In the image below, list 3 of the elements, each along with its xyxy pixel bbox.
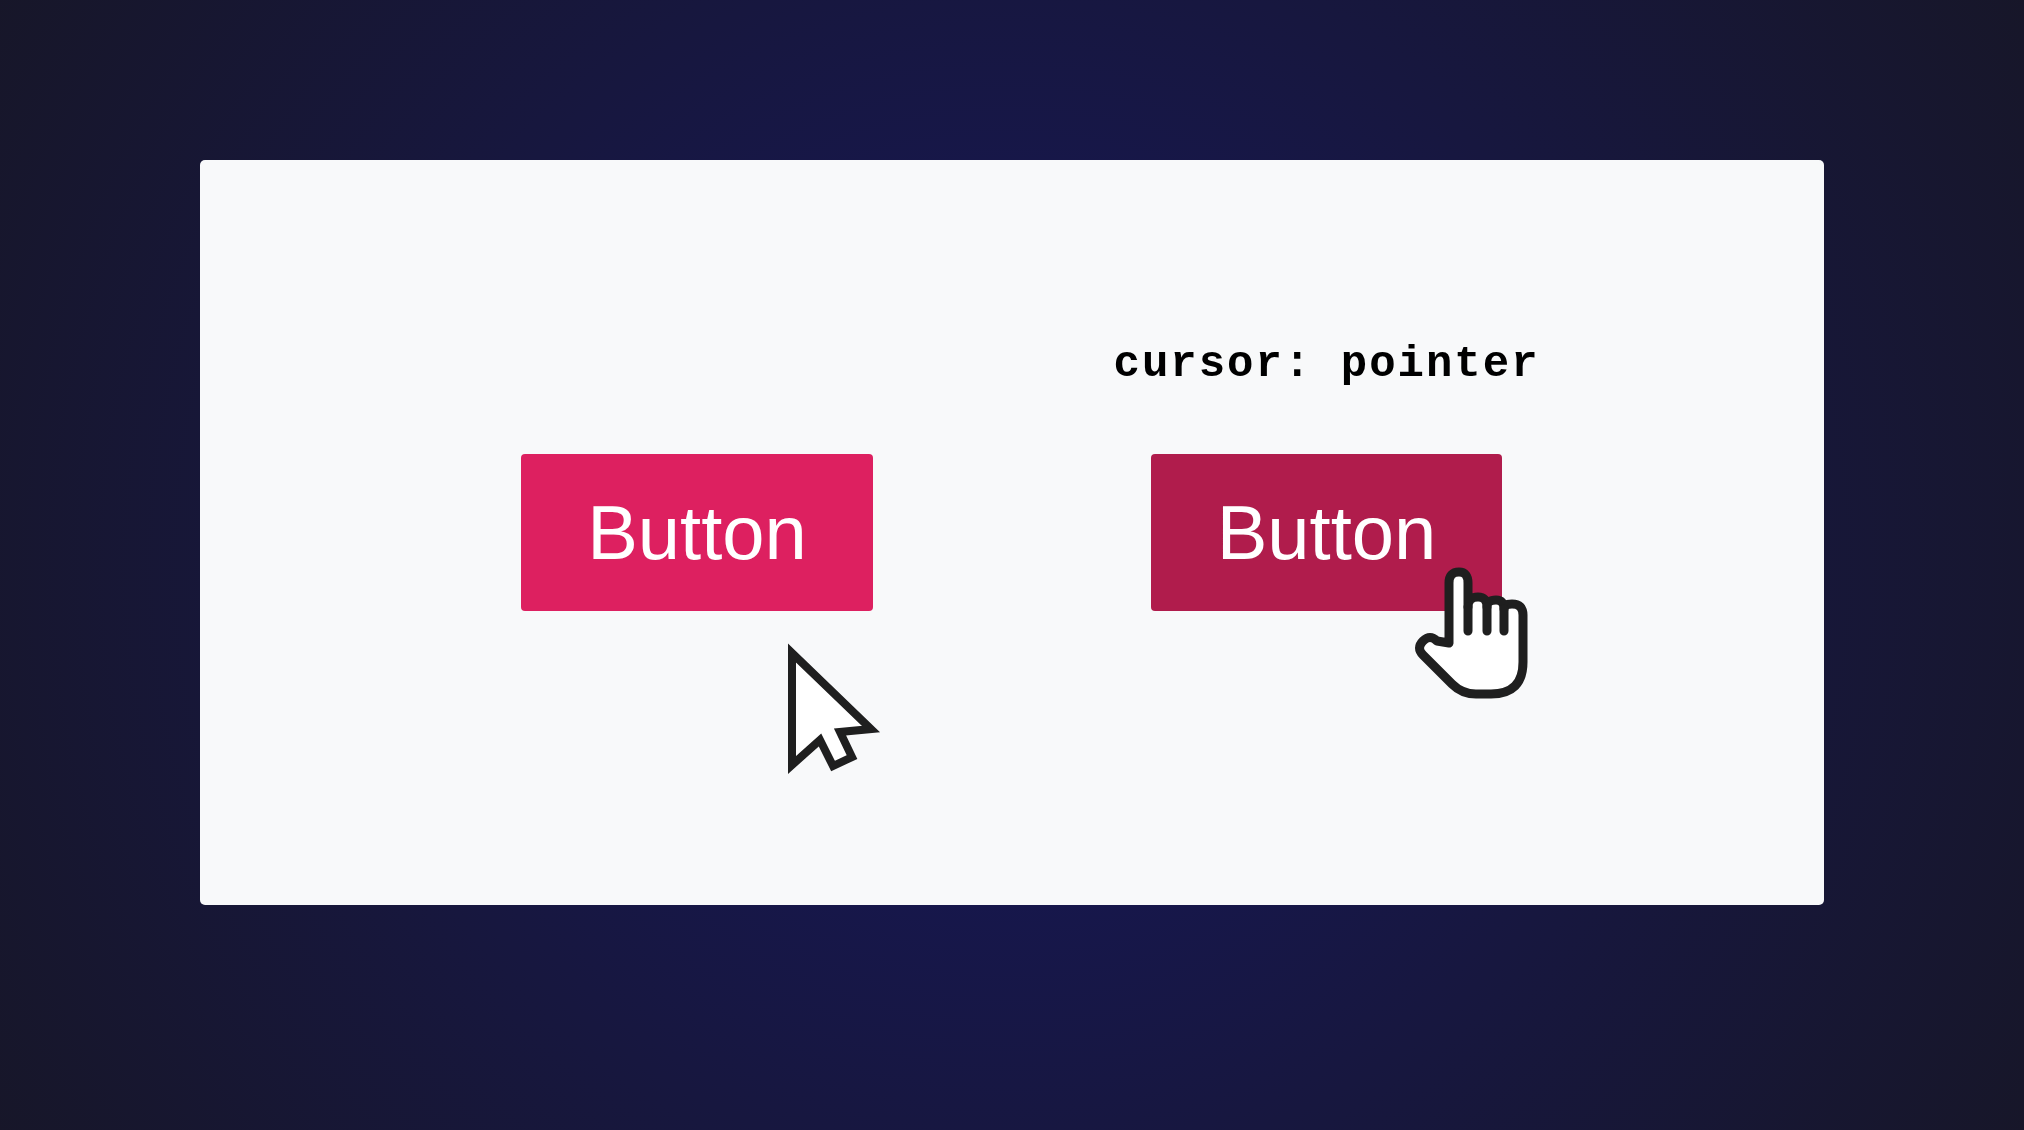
button: Button	[521, 454, 873, 611]
hovered-button: Button	[1151, 454, 1502, 611]
css-code-text: cursor: pointer	[1113, 342, 1540, 386]
